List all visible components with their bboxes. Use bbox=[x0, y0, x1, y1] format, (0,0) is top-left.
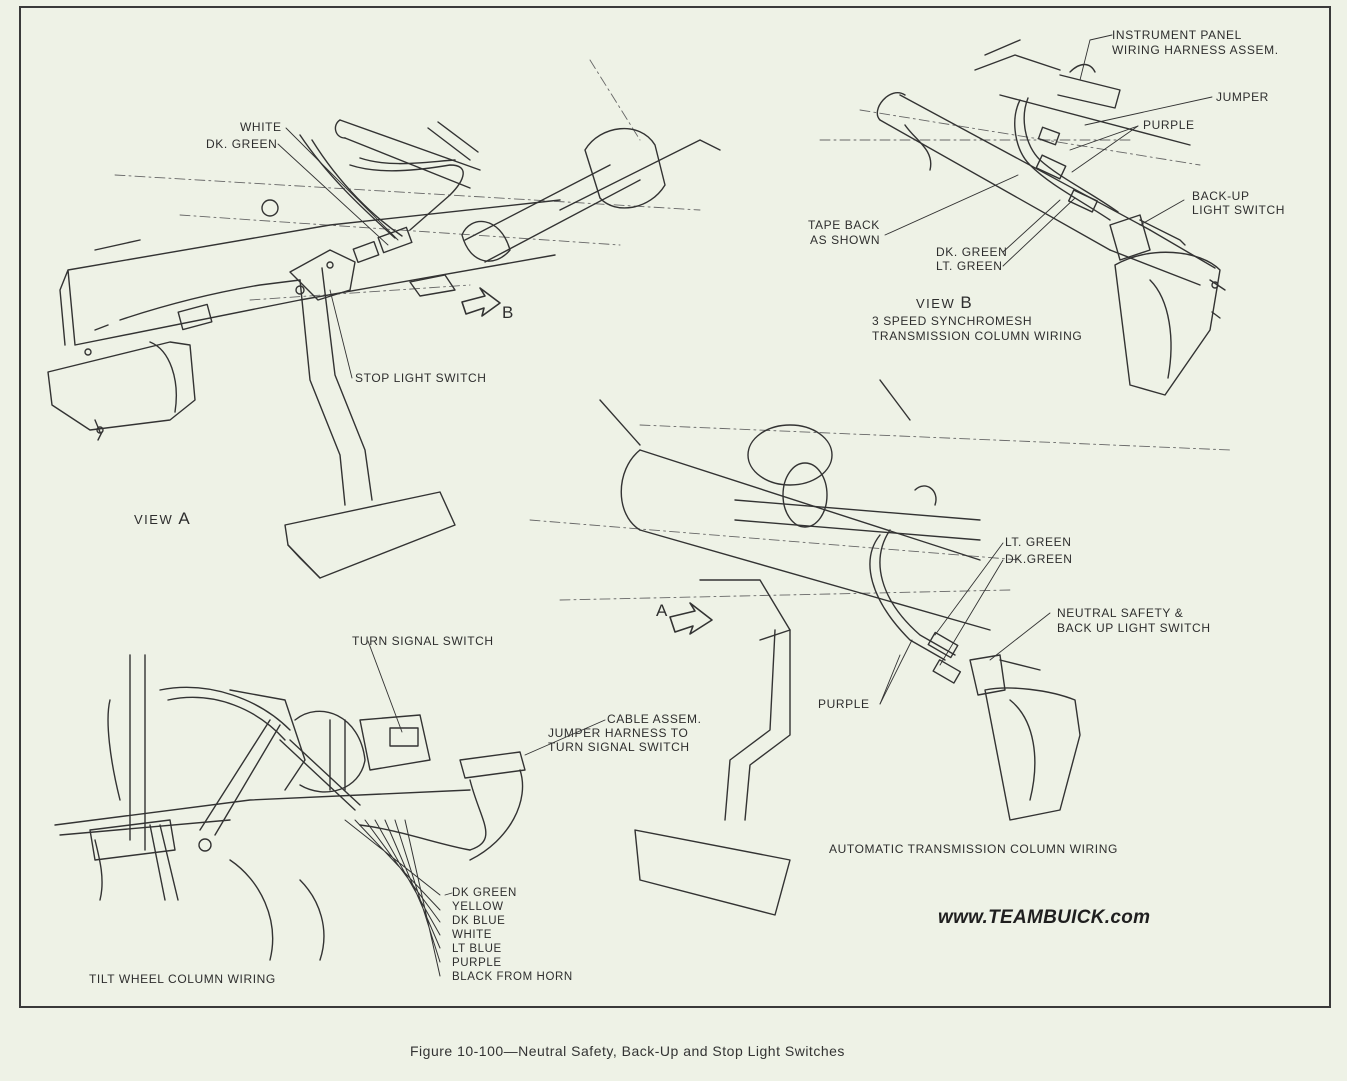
label-backup-2: LIGHT SWITCH bbox=[1192, 203, 1285, 217]
label-dk-green-a: DK. GREEN bbox=[206, 137, 278, 151]
label-instrument-panel: INSTRUMENT PANEL bbox=[1112, 28, 1242, 42]
figure-caption: Figure 10-100—Neutral Safety, Back-Up an… bbox=[410, 1043, 845, 1059]
auto-trans-drawing bbox=[529, 379, 1231, 916]
label-wire-black-horn: BLACK FROM HORN bbox=[452, 971, 573, 983]
label-jumper: JUMPER bbox=[1216, 90, 1269, 104]
arrow-b-label: B bbox=[502, 303, 514, 322]
label-wire-purple: PURPLE bbox=[452, 957, 502, 969]
label-tape-back: TAPE BACK bbox=[808, 218, 880, 232]
label-purple-auto: PURPLE bbox=[818, 697, 870, 711]
label-cable-assem: CABLE ASSEM. bbox=[607, 712, 702, 726]
label-dk-green-b: DK. GREEN bbox=[936, 245, 1008, 259]
tilt-wheel-title: TILT WHEEL COLUMN WIRING bbox=[89, 972, 276, 986]
view-a-drawing bbox=[47, 59, 721, 579]
label-wiring-harness: WIRING HARNESS ASSEM. bbox=[1112, 43, 1279, 57]
label-turn-signal-switch: TURN SIGNAL SWITCH bbox=[352, 634, 494, 648]
tilt-wheel-drawing bbox=[54, 654, 526, 977]
label-jumper-harness: JUMPER HARNESS TO bbox=[548, 726, 689, 740]
view-b-subtitle-2: TRANSMISSION COLUMN WIRING bbox=[872, 329, 1083, 343]
label-lt-green-b: LT. GREEN bbox=[936, 259, 1003, 273]
label-wire-white: WHITE bbox=[452, 929, 493, 941]
label-neutral-safety-1: NEUTRAL SAFETY & bbox=[1057, 606, 1184, 620]
view-b-title: VIEW B bbox=[916, 293, 974, 312]
view-a-title: VIEW A bbox=[134, 509, 192, 528]
label-neutral-safety-2: BACK UP LIGHT SWITCH bbox=[1057, 621, 1211, 635]
label-wire-dk-green: DK GREEN bbox=[452, 887, 517, 899]
leader-lines bbox=[277, 34, 1213, 896]
label-wire-lt-blue: LT BLUE bbox=[452, 943, 502, 955]
label-stop-light-switch: STOP LIGHT SWITCH bbox=[355, 371, 487, 385]
label-dk-green-auto: DK.GREEN bbox=[1005, 552, 1073, 566]
label-white-a: WHITE bbox=[240, 120, 282, 134]
arrow-a-label: A bbox=[656, 601, 668, 620]
view-b-subtitle-1: 3 SPEED SYNCHROMESH bbox=[872, 314, 1033, 328]
view-b-drawing bbox=[819, 39, 1226, 396]
label-purple-b: PURPLE bbox=[1143, 118, 1195, 132]
label-as-shown: AS SHOWN bbox=[810, 233, 881, 247]
label-wire-dk-blue: DK BLUE bbox=[452, 915, 506, 927]
label-turn-signal-switch-2: TURN SIGNAL SWITCH bbox=[548, 740, 690, 754]
label-wire-yellow: YELLOW bbox=[452, 901, 504, 913]
watermark-url: www.TEAMBUICK.com bbox=[938, 907, 1151, 928]
label-lt-green-auto: LT. GREEN bbox=[1005, 535, 1072, 549]
auto-trans-title: AUTOMATIC TRANSMISSION COLUMN WIRING bbox=[829, 842, 1118, 856]
label-backup-1: BACK-UP bbox=[1192, 189, 1250, 203]
figure-frame bbox=[19, 6, 1331, 1008]
